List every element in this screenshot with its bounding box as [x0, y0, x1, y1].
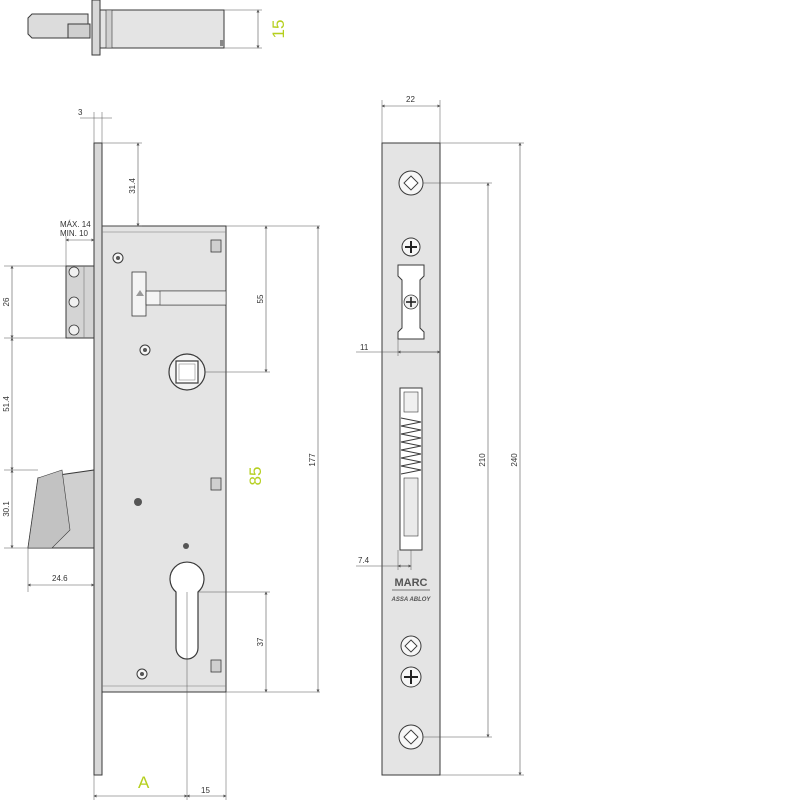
- front-view: MARC ASSA ABLOY: [356, 95, 524, 776]
- dim-24-6: 24.6: [52, 574, 68, 583]
- pin-icon: [183, 543, 189, 549]
- side-view: 3 31.4 MÁX. 14 MIN. 10 26 51.4 30.1 24.6…: [2, 108, 320, 800]
- dim-177: 177: [308, 453, 317, 467]
- dim-A: A: [138, 773, 150, 792]
- dim-max-14: MÁX. 14: [60, 220, 91, 229]
- faceplate: [93, 142, 103, 776]
- dim-15-top: 15: [269, 20, 288, 39]
- top-view: 15: [27, 0, 288, 56]
- latch-bolt-icon: [27, 469, 95, 549]
- pin-icon: [134, 498, 142, 506]
- dim-51-4: 51.4: [2, 396, 11, 412]
- brand-logo: MARC ASSA ABLOY: [391, 577, 432, 603]
- phillips-screw-icon: [400, 666, 422, 688]
- dim-7-4: 7.4: [358, 556, 370, 565]
- pin-icon: [139, 344, 151, 356]
- pin-icon: [112, 252, 124, 264]
- dim-26: 26: [2, 297, 11, 306]
- latch-window-icon: [399, 387, 423, 551]
- hook-bolt-icon: [65, 265, 95, 339]
- dim-85: 85: [246, 467, 265, 486]
- torx-screw-icon: [398, 724, 424, 750]
- dim-30-1: 30.1: [2, 501, 11, 517]
- dim-3: 3: [78, 108, 83, 117]
- dim-11: 11: [360, 343, 369, 352]
- dim-22: 22: [406, 95, 415, 104]
- logo-brand: MARC: [395, 577, 428, 589]
- dim-15-side: 15: [201, 786, 210, 795]
- dim-31-4: 31.4: [128, 178, 137, 194]
- hook-window-icon: [397, 264, 425, 340]
- dim-37: 37: [256, 637, 265, 646]
- logo-sub: ASSA ABLOY: [391, 597, 432, 603]
- torx-screw-icon: [400, 635, 422, 657]
- torx-screw-icon: [398, 170, 424, 196]
- phillips-screw-icon: [401, 237, 421, 257]
- dim-55: 55: [256, 294, 265, 303]
- dim-min-10: MIN. 10: [60, 229, 89, 238]
- pin-icon: [136, 668, 148, 680]
- dim-210: 210: [478, 453, 487, 467]
- follower-hub-icon: [168, 353, 206, 391]
- dim-240: 240: [510, 453, 519, 467]
